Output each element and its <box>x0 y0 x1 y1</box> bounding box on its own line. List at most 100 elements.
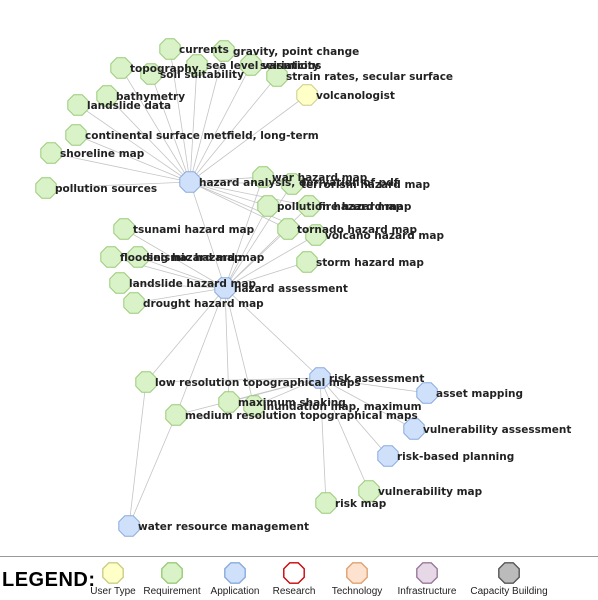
node-marker[interactable] <box>296 251 318 273</box>
node-marker[interactable] <box>240 54 262 76</box>
node-hazard-analysis-derivation-of-pdf[interactable] <box>179 171 201 193</box>
node-marker[interactable] <box>113 218 135 240</box>
node-flooding-hazard-map[interactable] <box>100 246 122 268</box>
node-label: gravity, point change <box>233 46 359 58</box>
node-risk-based-planning[interactable] <box>377 445 399 467</box>
node-terrorism-hazard-map[interactable] <box>281 173 303 195</box>
node-marker[interactable] <box>315 492 337 514</box>
node-marker[interactable] <box>35 177 57 199</box>
edge-risk-inund <box>253 377 321 407</box>
node-drought-hazard-map[interactable] <box>123 292 145 314</box>
node-landslide-hazard-map[interactable] <box>109 272 131 294</box>
node-tornado-hazard-map[interactable] <box>277 218 299 240</box>
legend-item-application: Application <box>195 561 275 597</box>
legend-item-research: Research <box>254 561 334 597</box>
node-marker[interactable] <box>358 480 380 502</box>
node-volcanologist[interactable] <box>296 84 318 106</box>
node-marker[interactable] <box>165 404 187 426</box>
node-sea-level-variations[interactable] <box>186 54 208 76</box>
legend-marker-research <box>283 562 305 584</box>
node-fire-hazard-map[interactable] <box>298 195 320 217</box>
node-tsunami-hazard-map[interactable] <box>113 218 135 240</box>
node-marker[interactable] <box>416 382 438 404</box>
node-marker[interactable] <box>123 292 145 314</box>
node-hazard-assessment[interactable] <box>214 277 236 299</box>
node-gravity-point-change[interactable] <box>213 40 235 62</box>
node-label: fire hazard map <box>318 201 412 213</box>
node-label: volcanologist <box>316 90 395 102</box>
node-marker[interactable] <box>40 142 62 164</box>
node-marker[interactable] <box>298 195 320 217</box>
legend-label: Capacity Building <box>470 586 548 597</box>
node-marker[interactable] <box>296 84 318 106</box>
node-marker[interactable] <box>305 224 327 246</box>
node-topography[interactable] <box>110 57 132 79</box>
node-risk-assessment[interactable] <box>309 367 331 389</box>
node-marker[interactable] <box>179 171 201 193</box>
label-layer: hazard analysis, derivation of pdfhazard… <box>55 44 571 533</box>
node-label: maximum shaking <box>238 397 346 409</box>
node-label: landslide data <box>87 100 171 112</box>
node-marker[interactable] <box>67 94 89 116</box>
node-risk-map[interactable] <box>315 492 337 514</box>
node-marker[interactable] <box>213 40 235 62</box>
node-marker[interactable] <box>309 367 331 389</box>
node-marker[interactable] <box>186 54 208 76</box>
node-medium-resolution-topographical-maps[interactable] <box>165 404 187 426</box>
edge-ha-gravity <box>189 50 225 183</box>
node-marker[interactable] <box>96 85 118 107</box>
legend-marker-technology <box>346 562 368 584</box>
node-marker[interactable] <box>140 63 162 85</box>
node-bathymetry[interactable] <box>96 85 118 107</box>
node-marker[interactable] <box>218 391 240 413</box>
node-vulnerability-map[interactable] <box>358 480 380 502</box>
edge-ha-currents <box>169 48 191 183</box>
node-currents[interactable] <box>159 38 181 60</box>
node-marker[interactable] <box>109 272 131 294</box>
node-inundation-map-maximum[interactable] <box>243 395 265 417</box>
node-marker[interactable] <box>100 246 122 268</box>
node-marker[interactable] <box>135 371 157 393</box>
node-marker[interactable] <box>127 246 149 268</box>
node-water-resource-management[interactable] <box>118 515 140 537</box>
node-marker[interactable] <box>257 195 279 217</box>
node-shoreline-map[interactable] <box>40 142 62 164</box>
node-marker[interactable] <box>243 395 265 417</box>
node-volcano-hazard-map[interactable] <box>305 224 327 246</box>
node-maximum-shaking[interactable] <box>218 391 240 413</box>
node-vulnerability-assessment[interactable] <box>403 418 425 440</box>
node-storm-hazard-map[interactable] <box>296 251 318 273</box>
node-marker[interactable] <box>214 277 236 299</box>
network-graph: hazard analysis, derivation of pdfhazard… <box>35 38 571 537</box>
node-marker[interactable] <box>277 218 299 240</box>
edge-hass-fire <box>224 205 310 289</box>
node-continental-surface-metfield-long-term[interactable] <box>65 124 87 146</box>
node-marker[interactable] <box>377 445 399 467</box>
node-strain-rates-secular-surface[interactable] <box>266 65 288 87</box>
node-label: risk-based planning <box>397 451 514 463</box>
node-marker[interactable] <box>159 38 181 60</box>
node-war-hazard-map[interactable] <box>252 166 274 188</box>
node-marker[interactable] <box>118 515 140 537</box>
node-asset-mapping[interactable] <box>416 382 438 404</box>
node-marker[interactable] <box>110 57 132 79</box>
edge-ha-bathy <box>106 95 191 183</box>
node-seismic-hazard-map[interactable] <box>127 246 149 268</box>
edge-risk-lowres <box>145 377 321 383</box>
node-label: seismic hazard map <box>147 252 265 264</box>
node-soil-suitability[interactable] <box>140 63 162 85</box>
node-landslide-data[interactable] <box>67 94 89 116</box>
node-pollution-hazard-map[interactable] <box>257 195 279 217</box>
node-label: shoreline map <box>60 148 145 160</box>
node-marker[interactable] <box>403 418 425 440</box>
node-pollution-sources[interactable] <box>35 177 57 199</box>
node-seismicity[interactable] <box>240 54 262 76</box>
edge-hass-maxshake <box>224 287 230 403</box>
node-marker[interactable] <box>266 65 288 87</box>
node-marker[interactable] <box>65 124 87 146</box>
node-marker[interactable] <box>281 173 303 195</box>
edge-hass-terror <box>224 183 293 289</box>
node-low-resolution-topographical-maps[interactable] <box>135 371 157 393</box>
node-marker[interactable] <box>252 166 274 188</box>
edge-risk-vulnmap <box>319 377 370 492</box>
